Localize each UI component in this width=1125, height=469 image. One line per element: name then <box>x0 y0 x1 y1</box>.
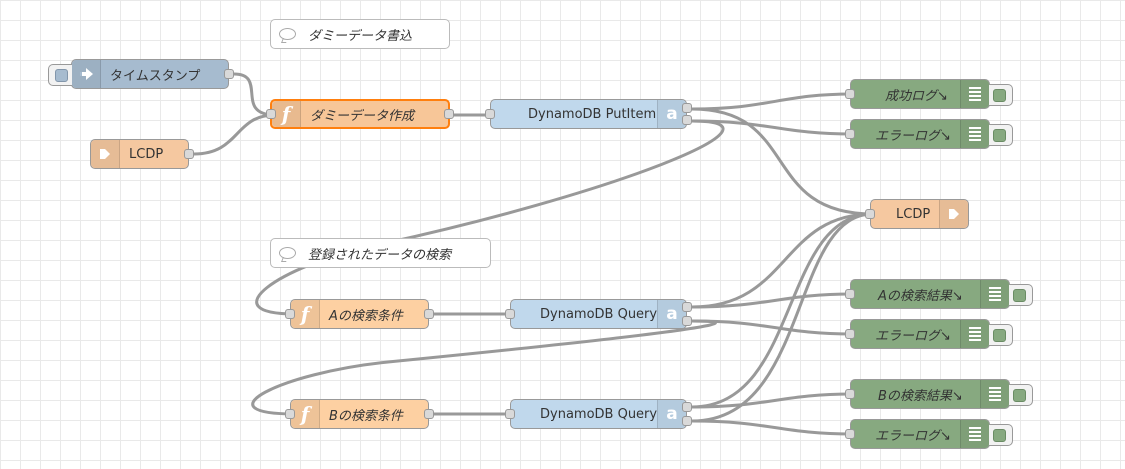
function-node-search-a[interactable]: f Aの検索条件 <box>285 299 434 329</box>
input-port[interactable] <box>266 109 276 119</box>
debug-node-error-log-1[interactable]: エラーログ↘ <box>845 119 1013 149</box>
wire <box>193 113 276 156</box>
debug-list-icon <box>980 280 1009 308</box>
wire <box>691 107 874 216</box>
function-icon: f <box>291 400 320 428</box>
inject-arrow-icon <box>72 60 101 88</box>
link-out-node-lcdp[interactable]: LCDP <box>865 199 969 229</box>
debug-toggle-button[interactable] <box>989 84 1013 106</box>
output-port-error[interactable] <box>682 316 692 326</box>
input-port[interactable] <box>845 129 855 139</box>
debug-list-icon <box>960 120 989 148</box>
function-node-dummy-create[interactable]: f ダミーデータ作成 <box>266 99 454 129</box>
node-label: 成功ログ↘ <box>885 88 948 104</box>
debug-toggle-button[interactable] <box>989 324 1013 346</box>
output-port-success[interactable] <box>682 302 692 312</box>
wire <box>691 392 854 409</box>
output-port-error[interactable] <box>682 115 692 125</box>
output-port-error[interactable] <box>682 416 692 426</box>
input-port[interactable] <box>285 309 295 319</box>
node-label: DynamoDB Query <box>540 406 658 422</box>
dynamodb-query-node-b[interactable]: DynamoDB Query a <box>505 399 692 429</box>
node-label: DynamoDB PutItem <box>528 106 657 122</box>
debug-toggle-button[interactable] <box>989 124 1013 146</box>
comment-icon <box>279 28 296 40</box>
function-icon: f <box>272 101 301 127</box>
input-port[interactable] <box>865 209 875 219</box>
debug-list-icon <box>980 380 1009 408</box>
wire <box>691 419 854 436</box>
node-label: ダミーデータ作成 <box>310 108 415 124</box>
comment-search[interactable]: 登録されたデータの検索 <box>270 238 491 268</box>
output-port-success[interactable] <box>682 402 692 412</box>
aws-icon: a <box>657 400 686 428</box>
aws-icon: a <box>657 100 686 128</box>
inject-trigger-button[interactable] <box>48 64 72 86</box>
input-port[interactable] <box>845 429 855 439</box>
node-label: DynamoDB Query <box>540 306 658 322</box>
wire <box>691 319 854 336</box>
output-port-success[interactable] <box>682 103 692 113</box>
node-label: エラーログ↘ <box>875 428 951 444</box>
output-port[interactable] <box>184 149 194 159</box>
node-label: タイムスタンプ <box>110 68 201 84</box>
wire <box>691 119 854 136</box>
link-out-icon <box>939 200 968 228</box>
wire <box>691 92 854 111</box>
output-port[interactable] <box>424 309 434 319</box>
debug-node-success-log[interactable]: 成功ログ↘ <box>845 79 1013 109</box>
debug-node-search-a-result[interactable]: Aの検索結果↘ <box>845 279 1033 309</box>
comment-label: ダミーデータ書込 <box>308 28 413 44</box>
input-port[interactable] <box>845 89 855 99</box>
input-port[interactable] <box>845 389 855 399</box>
dynamodb-query-node-a[interactable]: DynamoDB Query a <box>505 299 692 329</box>
node-label: Aの検索結果↘ <box>878 288 963 304</box>
inject-node-timestamp[interactable]: タイムスタンプ <box>48 59 234 89</box>
input-port[interactable] <box>485 109 495 119</box>
function-node-search-b[interactable]: f Bの検索条件 <box>285 399 434 429</box>
debug-node-search-b-result[interactable]: Bの検索結果↘ <box>845 379 1033 409</box>
link-in-icon <box>91 140 120 168</box>
debug-list-icon <box>960 80 989 108</box>
node-label: LCDP <box>896 206 931 222</box>
comment-dummy-write[interactable]: ダミーデータ書込 <box>270 19 450 49</box>
node-label: Bの検索結果↘ <box>878 388 963 404</box>
debug-node-error-log-2[interactable]: エラーログ↘ <box>845 319 1013 349</box>
output-port[interactable] <box>444 109 454 119</box>
node-label: LCDP <box>129 146 164 162</box>
wire <box>691 292 854 309</box>
link-in-node-lcdp[interactable]: LCDP <box>90 139 194 169</box>
debug-toggle-button[interactable] <box>1009 384 1033 406</box>
wire <box>691 212 874 409</box>
node-label: Aの検索条件 <box>329 308 403 324</box>
node-label: エラーログ↘ <box>875 128 951 144</box>
node-label: Bの検索条件 <box>329 408 403 424</box>
comment-icon <box>279 247 296 259</box>
input-port[interactable] <box>505 409 515 419</box>
debug-toggle-button[interactable] <box>989 424 1013 446</box>
input-port[interactable] <box>285 409 295 419</box>
debug-list-icon <box>960 320 989 348</box>
debug-toggle-button[interactable] <box>1009 284 1033 306</box>
output-port[interactable] <box>224 69 234 79</box>
function-icon: f <box>291 300 320 328</box>
debug-node-error-log-3[interactable]: エラーログ↘ <box>845 419 1013 449</box>
node-label: エラーログ↘ <box>875 328 951 344</box>
comment-label: 登録されたデータの検索 <box>308 247 452 263</box>
input-port[interactable] <box>845 329 855 339</box>
wire <box>255 119 725 316</box>
debug-list-icon <box>960 420 989 448</box>
output-port[interactable] <box>424 409 434 419</box>
input-port[interactable] <box>845 289 855 299</box>
dynamodb-putitem-node[interactable]: DynamoDB PutItem a <box>485 99 692 129</box>
input-port[interactable] <box>505 309 515 319</box>
aws-icon: a <box>657 300 686 328</box>
